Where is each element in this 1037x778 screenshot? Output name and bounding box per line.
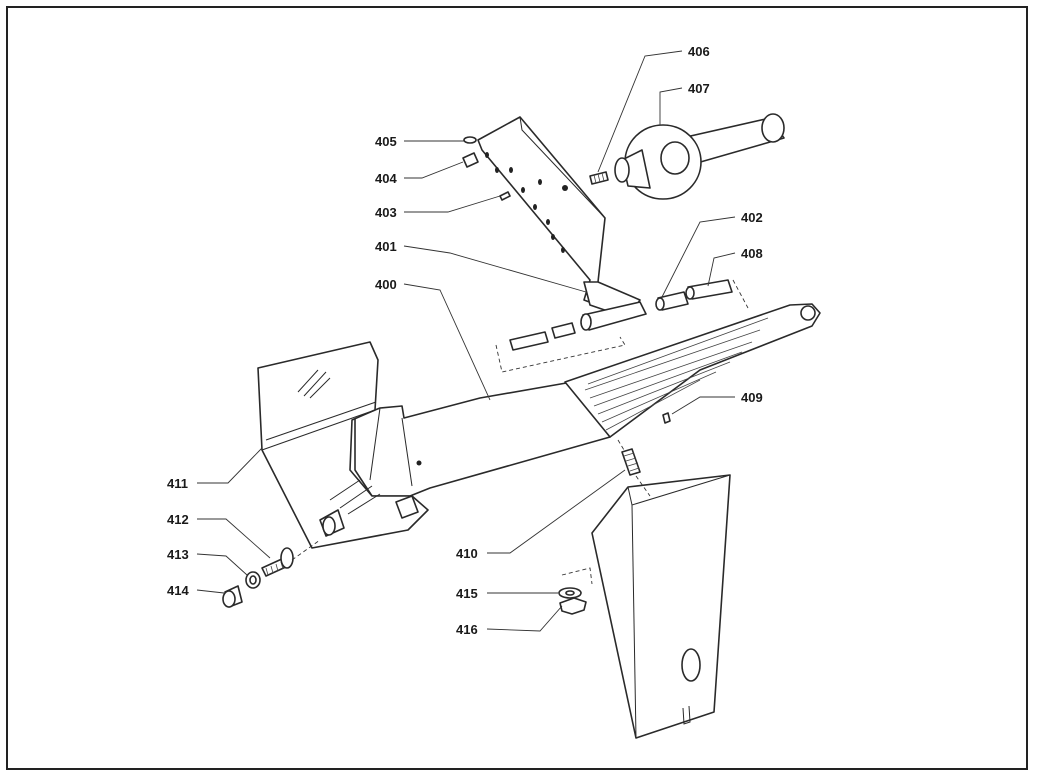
leader-lines	[196, 50, 736, 632]
small-fasteners	[462, 136, 511, 201]
callout-408: 408	[741, 246, 763, 261]
callout-416: 416	[456, 622, 478, 637]
washer-and-nut	[558, 567, 593, 615]
callout-403: 403	[375, 205, 397, 220]
callout-402: 402	[741, 210, 763, 225]
callout-405: 405	[375, 134, 397, 149]
bolt-assembly	[222, 539, 321, 608]
main-arm	[354, 303, 821, 497]
pins-and-rollers	[495, 279, 749, 373]
callout-407: 407	[688, 81, 710, 96]
callout-415: 415	[456, 586, 478, 601]
callout-412: 412	[167, 512, 189, 527]
callout-411: 411	[167, 476, 188, 491]
callout-410: 410	[456, 546, 478, 561]
callout-414: 414	[167, 583, 189, 598]
drawing-frame	[6, 6, 1028, 770]
callout-404: 404	[375, 171, 397, 186]
support-post	[591, 474, 731, 739]
shaft-with-flange	[614, 113, 785, 200]
callout-413: 413	[167, 547, 189, 562]
guard-cover	[257, 341, 429, 549]
callout-409: 409	[741, 390, 763, 405]
mounting-plate	[477, 116, 641, 319]
callout-401: 401	[375, 239, 397, 254]
callout-labels: 405 404 403 401 400 406 407 402 408 409 …	[167, 44, 763, 637]
callout-406: 406	[688, 44, 710, 59]
threaded-stud	[617, 412, 671, 497]
callout-400: 400	[375, 277, 397, 292]
spring-pin	[589, 171, 609, 185]
